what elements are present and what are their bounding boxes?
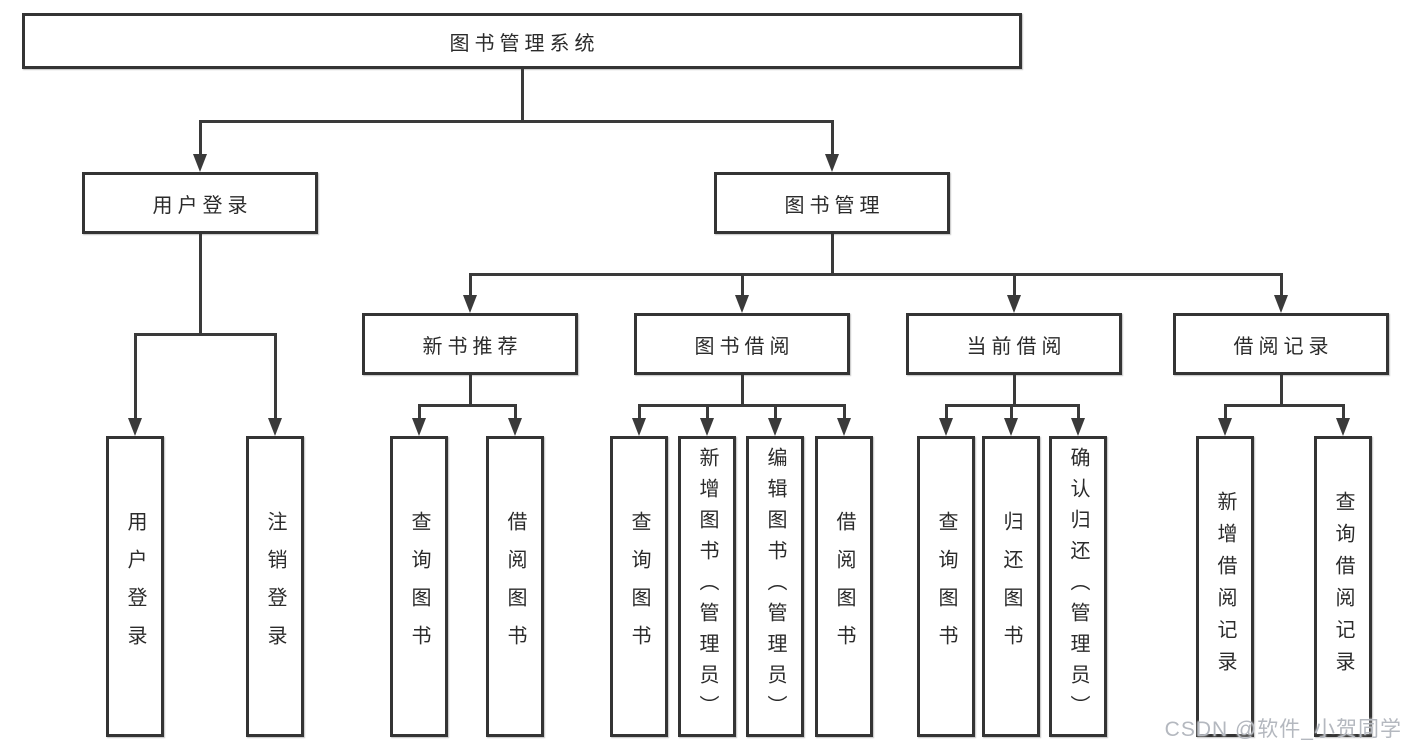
connector-line: [199, 234, 202, 335]
leaf-records-query-record: 查询借阅记录: [1314, 436, 1372, 737]
connector-line: [831, 120, 834, 156]
connector-line: [774, 404, 777, 420]
node-borrowing-records: 借阅记录: [1173, 313, 1389, 375]
arrow-down-icon: [1218, 418, 1232, 436]
connector-line: [945, 404, 948, 420]
arrow-down-icon: [412, 418, 426, 436]
node-user-login: 用户登录: [82, 172, 318, 234]
arrow-down-icon: [735, 295, 749, 313]
connector-line: [1224, 404, 1227, 420]
connector-line: [741, 273, 744, 297]
connector-line: [638, 404, 846, 407]
connector-line: [1013, 375, 1016, 406]
leaf-recommend-borrow-books: 借阅图书: [486, 436, 544, 737]
arrow-down-icon: [700, 418, 714, 436]
connector-line: [1280, 273, 1283, 297]
node-book-borrowing: 图书借阅: [634, 313, 850, 375]
arrow-down-icon: [268, 418, 282, 436]
node-library-management-system: 图书管理系统: [22, 13, 1022, 69]
connector-line: [469, 273, 1282, 276]
connector-line: [1010, 404, 1013, 420]
leaf-borrowing-add-books-admin: 新增图书（管理员）: [678, 436, 736, 737]
connector-line: [469, 375, 472, 406]
node-new-book-recommend: 新书推荐: [362, 313, 578, 375]
leaf-recommend-query-books: 查询图书: [390, 436, 448, 737]
connector-line: [843, 404, 846, 420]
arrow-down-icon: [508, 418, 522, 436]
connector-line: [521, 69, 524, 123]
connector-line: [1077, 404, 1080, 420]
arrow-down-icon: [825, 154, 839, 172]
connector-line: [469, 273, 472, 297]
leaf-current-confirm-return-admin: 确认归还（管理员）: [1049, 436, 1107, 737]
connector-line: [514, 404, 517, 420]
leaf-logout: 注销登录: [246, 436, 304, 737]
node-current-borrowing: 当前借阅: [906, 313, 1122, 375]
leaf-current-return-books: 归还图书: [982, 436, 1040, 737]
arrow-down-icon: [1007, 295, 1021, 313]
connector-line: [274, 333, 277, 420]
connector-line: [418, 404, 421, 420]
connector-line: [1224, 404, 1345, 407]
arrow-down-icon: [1071, 418, 1085, 436]
connector-line: [638, 404, 641, 420]
connector-line: [831, 234, 834, 275]
connector-line: [1013, 273, 1016, 297]
leaf-user-login: 用户登录: [106, 436, 164, 737]
arrow-down-icon: [768, 418, 782, 436]
connector-line: [199, 120, 834, 123]
leaf-records-add-record: 新增借阅记录: [1196, 436, 1254, 737]
connector-line: [1342, 404, 1345, 420]
csdn-watermark: CSDN @软件_小贺同学: [1164, 718, 1402, 741]
arrow-down-icon: [193, 154, 207, 172]
leaf-borrowing-borrow-books: 借阅图书: [815, 436, 873, 737]
connector-line: [741, 375, 744, 406]
leaf-borrowing-edit-books-admin: 编辑图书（管理员）: [746, 436, 804, 737]
arrow-down-icon: [128, 418, 142, 436]
leaf-borrowing-query-books: 查询图书: [610, 436, 668, 737]
arrow-down-icon: [939, 418, 953, 436]
arrow-down-icon: [632, 418, 646, 436]
arrow-down-icon: [1274, 295, 1288, 313]
node-book-management: 图书管理: [714, 172, 950, 234]
connector-line: [134, 333, 277, 336]
connector-line: [134, 333, 137, 420]
arrow-down-icon: [1336, 418, 1350, 436]
arrow-down-icon: [837, 418, 851, 436]
connector-line: [199, 120, 202, 156]
connector-line: [418, 404, 517, 407]
connector-line: [1280, 375, 1283, 406]
connector-line: [706, 404, 709, 420]
arrow-down-icon: [463, 295, 477, 313]
arrow-down-icon: [1004, 418, 1018, 436]
leaf-current-query-books: 查询图书: [917, 436, 975, 737]
